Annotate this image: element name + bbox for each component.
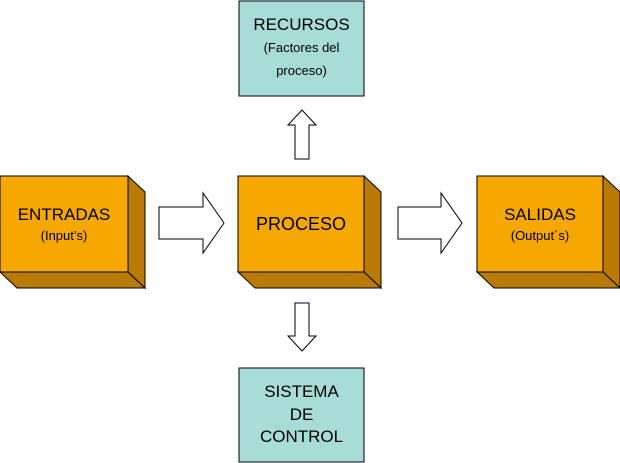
salidas-box-bottom — [475, 271, 620, 289]
entradas-label: ENTRADAS (Input’s) — [0, 176, 128, 272]
arrow-entradas-to-proceso — [158, 191, 225, 255]
recursos-subtitle-line1: (Factores del — [263, 40, 340, 56]
arrow-proceso-to-control — [286, 302, 318, 352]
salidas-box — [475, 174, 620, 289]
control-line1: SISTEMA — [264, 381, 339, 401]
entradas-box-bottom — [0, 271, 147, 289]
recursos-title: RECURSOS — [253, 15, 350, 35]
arrow-proceso-to-recursos — [286, 109, 318, 160]
control-box — [238, 367, 365, 463]
control-label: SISTEMA DE CONTROL — [239, 368, 364, 462]
proceso-box-side — [363, 174, 382, 290]
proceso-box-bottom — [236, 271, 383, 289]
entradas-subtitle: (Input’s) — [40, 227, 88, 243]
proceso-label: PROCESO — [238, 176, 364, 272]
salidas-title: SALIDAS — [504, 205, 576, 225]
salidas-box-front — [476, 175, 604, 273]
salidas-box-side — [602, 174, 620, 289]
salidas-subtitle: (Output´s) — [510, 227, 570, 243]
proceso-box — [236, 174, 383, 290]
control-line2: DE — [289, 404, 314, 424]
salidas-label: SALIDAS (Output´s) — [477, 176, 603, 272]
control-line3: CONTROL — [259, 427, 344, 447]
proceso-box-front — [237, 175, 365, 273]
entradas-box-front — [0, 175, 129, 273]
entradas-title: ENTRADAS — [17, 205, 111, 225]
entradas-box-side — [127, 174, 146, 290]
recursos-label: RECURSOS (Factores del proceso) — [239, 1, 364, 96]
recursos-box — [238, 0, 365, 97]
entradas-box — [0, 174, 147, 290]
arrow-proceso-to-salidas — [397, 191, 463, 255]
proceso-title: PROCESO — [255, 213, 347, 234]
recursos-subtitle-line2: proceso) — [276, 62, 327, 78]
